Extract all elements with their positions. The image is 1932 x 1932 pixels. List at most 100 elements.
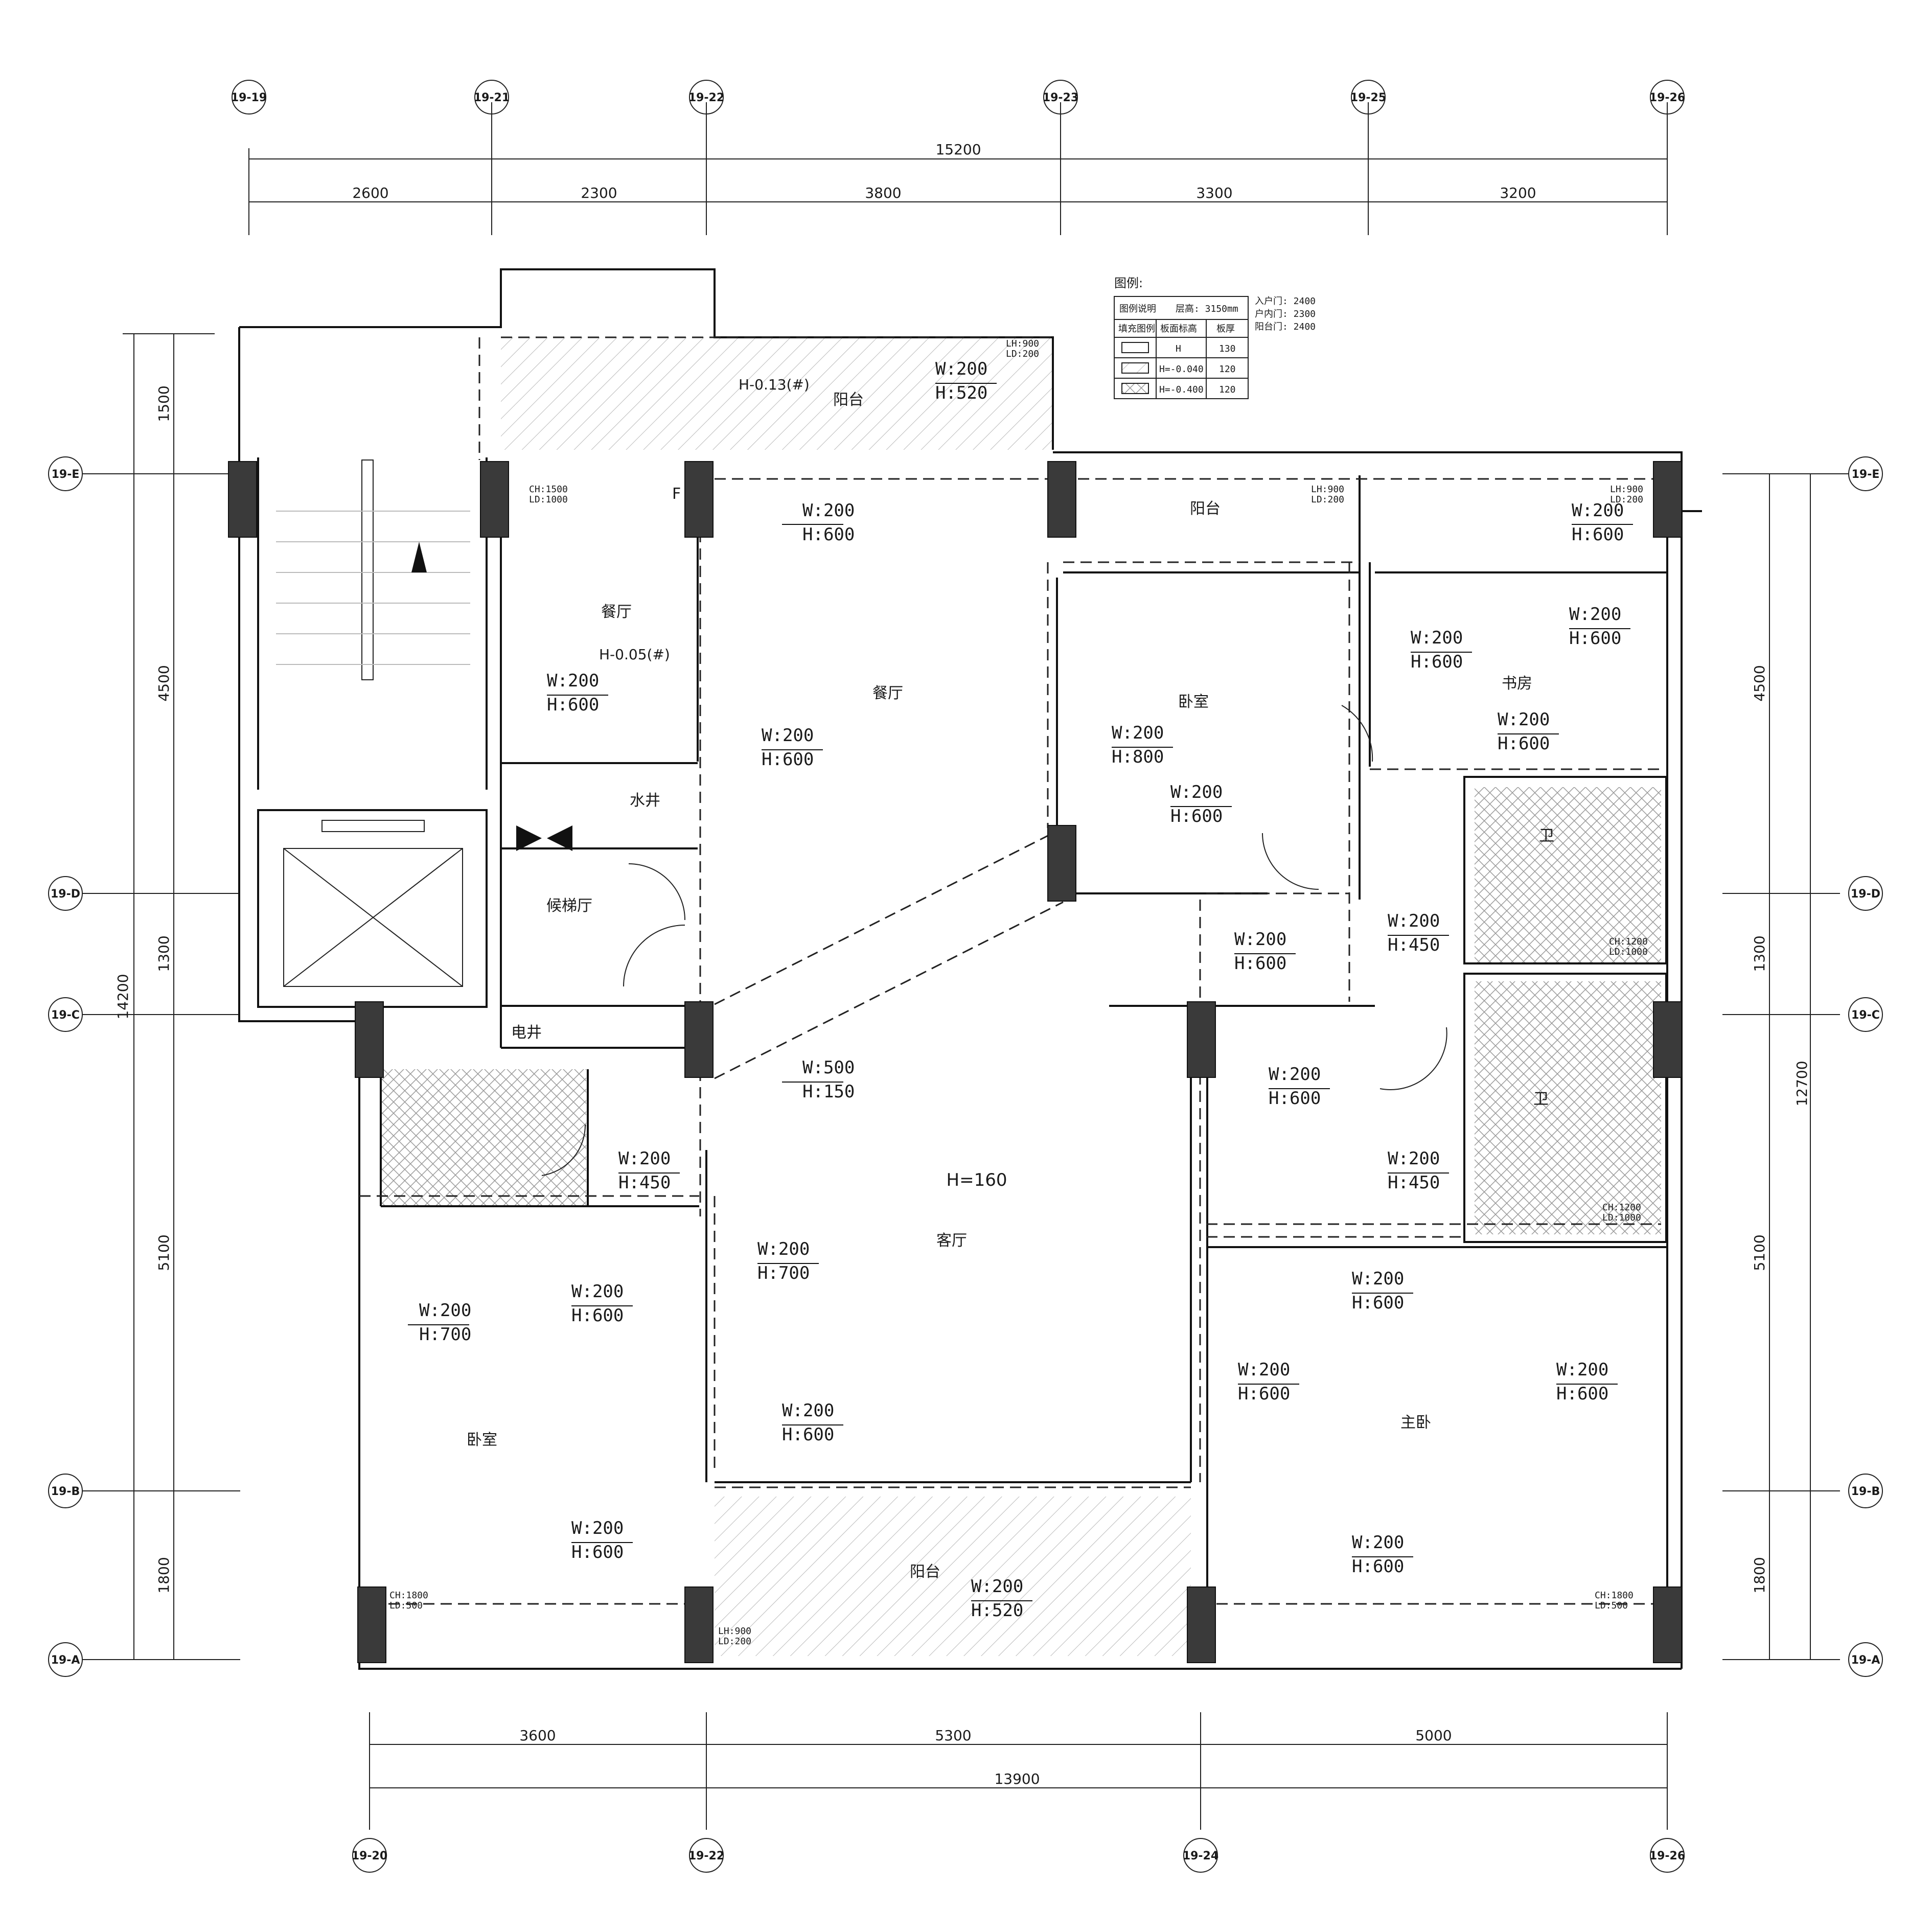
beam-width: W:200 — [1352, 1269, 1404, 1289]
opening-note: LD:200 — [718, 1636, 751, 1647]
legend-door: 入户门: 2400 — [1255, 296, 1316, 307]
beam-width: W:200 — [1238, 1360, 1290, 1380]
left-axis-bubbles — [48, 456, 83, 1677]
opening-note: CH:1200 — [1602, 1202, 1641, 1213]
legend-col: 板厚 — [1216, 324, 1235, 334]
axis-label: 19-25 — [1350, 91, 1386, 104]
room-dining-main: 餐厅 — [872, 684, 903, 702]
top-axis-bubbles — [232, 80, 1685, 114]
left-dim-seg: 1300 — [155, 935, 172, 972]
axis-label: 19-C — [51, 1009, 80, 1022]
axis-label: 19-C — [1851, 1009, 1880, 1022]
opening-note: LH:900 — [718, 1626, 751, 1637]
room-balcony-right: 阳台 — [1190, 500, 1221, 518]
opening-note: LH:900 — [1006, 338, 1039, 349]
bottom-dim-seg: 3600 — [519, 1727, 556, 1744]
beam-width: W:200 — [571, 1281, 624, 1302]
beam-width: W:200 — [762, 725, 814, 746]
legend-level: H=-0.040 — [1159, 364, 1204, 375]
beam-height: H:800 — [1112, 747, 1164, 767]
axis-label: 19-24 — [1183, 1850, 1218, 1862]
opening-note: LD:1000 — [1602, 1212, 1641, 1223]
room-bedroom-top: 卧室 — [1178, 693, 1209, 711]
left-dim-seg: 1500 — [155, 385, 172, 422]
top-dim-total: 15200 — [935, 141, 981, 158]
beam-height: H:600 — [1556, 1384, 1608, 1404]
opening-note: LD:200 — [1006, 349, 1039, 359]
beam-width: W:200 — [782, 1400, 834, 1421]
beam-height: H:600 — [1498, 733, 1550, 754]
beam-height: H:520 — [935, 383, 987, 403]
beam-height: H:600 — [547, 695, 599, 715]
room-bath2: 卫 — [1533, 1090, 1549, 1108]
beam-height: H:700 — [757, 1263, 810, 1283]
beam-width: W:200 — [757, 1239, 810, 1259]
room-master: 主卧 — [1400, 1414, 1431, 1432]
opening-note: CH:1500 — [529, 484, 568, 495]
axis-label: 19-E — [1852, 468, 1880, 481]
right-dimension-lines — [1722, 473, 1840, 1660]
legend-thick: 130 — [1219, 343, 1236, 354]
beam-width: W:200 — [1112, 723, 1164, 743]
beam-height: H:600 — [1352, 1556, 1404, 1577]
opening-note: CH:1800 — [1595, 1590, 1634, 1601]
right-dim-total: 12700 — [1793, 1061, 1810, 1106]
legend-level: H=-0.400 — [1159, 384, 1204, 395]
legend-title: 图例: — [1114, 276, 1143, 290]
beam-height: H:520 — [971, 1600, 1023, 1621]
room-balcony-top: 阳台 — [833, 391, 864, 409]
level-mark: H-0.13(#) — [739, 376, 810, 393]
beam-width: W:200 — [547, 671, 599, 691]
legend-header: 层高: 3150mm — [1176, 304, 1238, 314]
beam-height: H:150 — [802, 1082, 855, 1102]
balcony-top-hatch — [501, 337, 1053, 450]
room-study: 书房 — [1502, 675, 1532, 693]
legend-door: 户内门: 2300 — [1255, 309, 1316, 319]
beam-width: W:200 — [618, 1148, 671, 1169]
legend-door: 阳台门: 2400 — [1255, 321, 1316, 332]
beam-height: H:600 — [1352, 1293, 1404, 1313]
opening-note: LD:200 — [1311, 494, 1344, 505]
legend-thick: 120 — [1219, 364, 1236, 375]
beam-height: H:600 — [782, 1424, 834, 1445]
top-dim-seg: 3300 — [1196, 185, 1232, 201]
room-balcony-bottom: 阳台 — [910, 1563, 940, 1581]
left-dim-seg: 5100 — [155, 1234, 172, 1271]
left-dim-seg: 4500 — [155, 665, 172, 701]
opening-note: LH:900 — [1311, 484, 1344, 495]
beam-width: W:200 — [1388, 911, 1440, 931]
axis-label: 19-E — [52, 468, 80, 481]
axis-label: 19-26 — [1649, 91, 1685, 104]
beam-height: H:600 — [1411, 652, 1463, 672]
axis-label: 19-19 — [231, 91, 267, 104]
beam-height: H:450 — [1388, 1172, 1440, 1193]
beam-height: H:600 — [802, 524, 855, 545]
elevator — [283, 820, 463, 987]
beam-height: H:600 — [571, 1305, 624, 1326]
top-dim-seg: 3800 — [865, 185, 901, 201]
bottom-dim-total: 13900 — [994, 1770, 1040, 1787]
door-swings — [541, 705, 1447, 1176]
room-lift-lobby: 候梯厅 — [546, 897, 592, 915]
opening-note: CH:1800 — [389, 1590, 428, 1601]
beam-width: W:200 — [802, 500, 855, 521]
beam-height: H:700 — [419, 1324, 471, 1345]
axis-label: 19-26 — [1649, 1850, 1685, 1862]
beam-width: W:200 — [571, 1518, 624, 1538]
beam-width: W:200 — [1411, 628, 1463, 648]
right-dim-seg: 1300 — [1751, 935, 1768, 972]
level-mark: H-0.05(#) — [599, 646, 670, 663]
axis-label: 19-23 — [1043, 91, 1078, 104]
beam-height: H:600 — [1572, 524, 1624, 545]
beam-width: W:200 — [935, 359, 987, 379]
left-dim-total: 14200 — [114, 974, 131, 1019]
top-dimension-lines — [248, 102, 1668, 235]
balcony-bottom-hatch — [715, 1497, 1191, 1656]
beam-height: H:600 — [762, 749, 814, 770]
beam-height: H:600 — [571, 1542, 624, 1562]
beam-width: W:200 — [1170, 782, 1223, 802]
bath1-crosshatch — [1475, 787, 1661, 963]
legend-thick: 120 — [1219, 384, 1236, 395]
axis-label: 19-B — [51, 1485, 80, 1498]
beam-width: W:200 — [1388, 1148, 1440, 1169]
